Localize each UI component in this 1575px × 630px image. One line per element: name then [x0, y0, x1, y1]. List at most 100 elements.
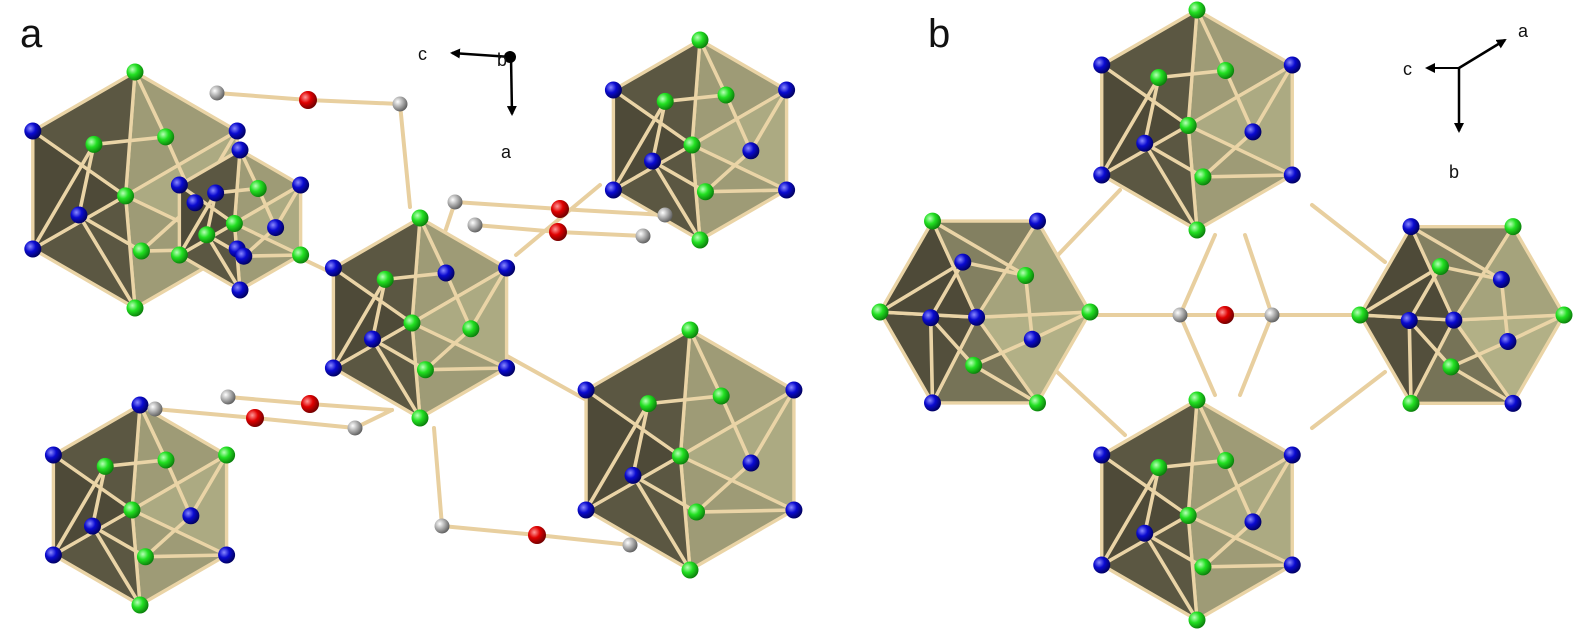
atom-green	[871, 303, 889, 321]
atom-blue	[742, 142, 760, 160]
cluster-edge	[77, 142, 96, 217]
atom-green	[712, 387, 730, 405]
atom-green	[683, 136, 701, 154]
atom-gray	[657, 207, 673, 223]
cluster-edge	[650, 159, 708, 194]
atom-green	[1179, 117, 1197, 134]
atom-blue	[44, 546, 62, 564]
cluster-edge	[928, 315, 976, 368]
cluster-edge	[749, 388, 796, 465]
atom-red	[299, 91, 317, 109]
polyhedra-layer	[31, 8, 1566, 622]
atom-blue	[1093, 56, 1111, 74]
cluster-edge	[1142, 75, 1161, 146]
atom-blue	[785, 381, 803, 399]
atom-green	[157, 451, 175, 469]
bond-line	[1056, 188, 1122, 257]
bond-line	[226, 395, 312, 406]
atom-blue	[235, 247, 253, 265]
atom-blue	[624, 466, 642, 484]
atom-blue	[1445, 311, 1463, 329]
atom-blue	[1283, 166, 1301, 184]
cluster-edge	[51, 464, 108, 557]
atom-gray	[467, 217, 483, 233]
atom-blue	[643, 152, 661, 170]
atom-blue	[1283, 56, 1301, 74]
atom-green	[1188, 611, 1206, 629]
bond-line	[432, 426, 444, 528]
cluster-edge	[971, 363, 1040, 405]
cluster-edge	[971, 337, 1035, 368]
bond-line	[556, 230, 645, 238]
cluster-edge	[694, 461, 753, 514]
atom-blue	[1492, 271, 1510, 289]
atom-blue	[186, 194, 204, 212]
atom-blue	[924, 394, 941, 412]
cluster-face	[611, 38, 702, 147]
cluster-edge	[646, 394, 724, 406]
atom-green	[170, 246, 188, 264]
atom-red	[1216, 306, 1234, 324]
cluster-edge	[164, 458, 193, 518]
cluster-edge	[1195, 8, 1228, 73]
cluster-edge	[242, 253, 303, 259]
cluster-edge	[1358, 264, 1443, 317]
atom-blue	[267, 219, 285, 237]
icosahedral-cluster	[584, 328, 796, 572]
atom-green	[411, 409, 429, 427]
cluster-edge	[138, 403, 168, 462]
bond-line	[398, 102, 412, 209]
bond-line	[1310, 370, 1387, 430]
atom-green	[117, 187, 135, 205]
atom-green	[691, 231, 709, 249]
cluster-edge	[77, 213, 144, 253]
atom-green	[198, 226, 216, 244]
bond-line	[1178, 313, 1217, 397]
cluster-edge	[423, 366, 509, 372]
atom-green	[1179, 507, 1197, 524]
atom-green	[96, 457, 114, 475]
atom-blue	[954, 253, 972, 271]
atom-green	[1081, 303, 1099, 321]
atom-blue	[577, 381, 595, 399]
atom-green	[1504, 218, 1522, 236]
atom-green	[403, 314, 421, 332]
cluster-edge	[1142, 465, 1161, 536]
atom-blue	[228, 122, 246, 140]
bond-line	[215, 91, 310, 102]
atom-red	[549, 223, 567, 241]
atom-blue	[231, 141, 249, 159]
cluster-face	[1100, 8, 1199, 128]
cluster-edge	[1407, 318, 1413, 406]
cluster-face	[584, 328, 692, 458]
atom-green	[249, 179, 267, 197]
atom-blue	[1023, 330, 1041, 348]
atom-blue	[44, 446, 62, 464]
atom-red	[528, 526, 546, 544]
atom-blue	[778, 181, 796, 199]
atom-green	[292, 246, 310, 264]
atom-blue	[437, 264, 455, 282]
atom-gray	[1264, 307, 1280, 323]
bonds-layer	[153, 91, 1387, 547]
atom-green	[126, 299, 144, 317]
atom-blue	[498, 259, 516, 277]
cluster-edge	[92, 135, 168, 147]
axis-label-b-a: b	[497, 50, 507, 70]
atom-blue	[1283, 556, 1301, 574]
cluster-edge	[719, 394, 753, 465]
atom-blue	[785, 501, 803, 519]
atom-gray	[622, 537, 638, 553]
cluster-edge	[688, 328, 724, 398]
cluster-edge	[90, 524, 148, 559]
axis-arrow-a-a	[506, 56, 517, 116]
atom-blue	[604, 181, 622, 199]
cluster-edge	[177, 191, 218, 257]
atom-green	[1442, 358, 1460, 376]
icosahedral-cluster	[878, 219, 1092, 405]
atom-green	[1029, 394, 1046, 412]
cluster-edge	[878, 260, 965, 314]
cluster-edge	[724, 93, 753, 153]
axis-label-b-b: b	[1449, 162, 1459, 182]
atom-gray	[392, 96, 408, 112]
